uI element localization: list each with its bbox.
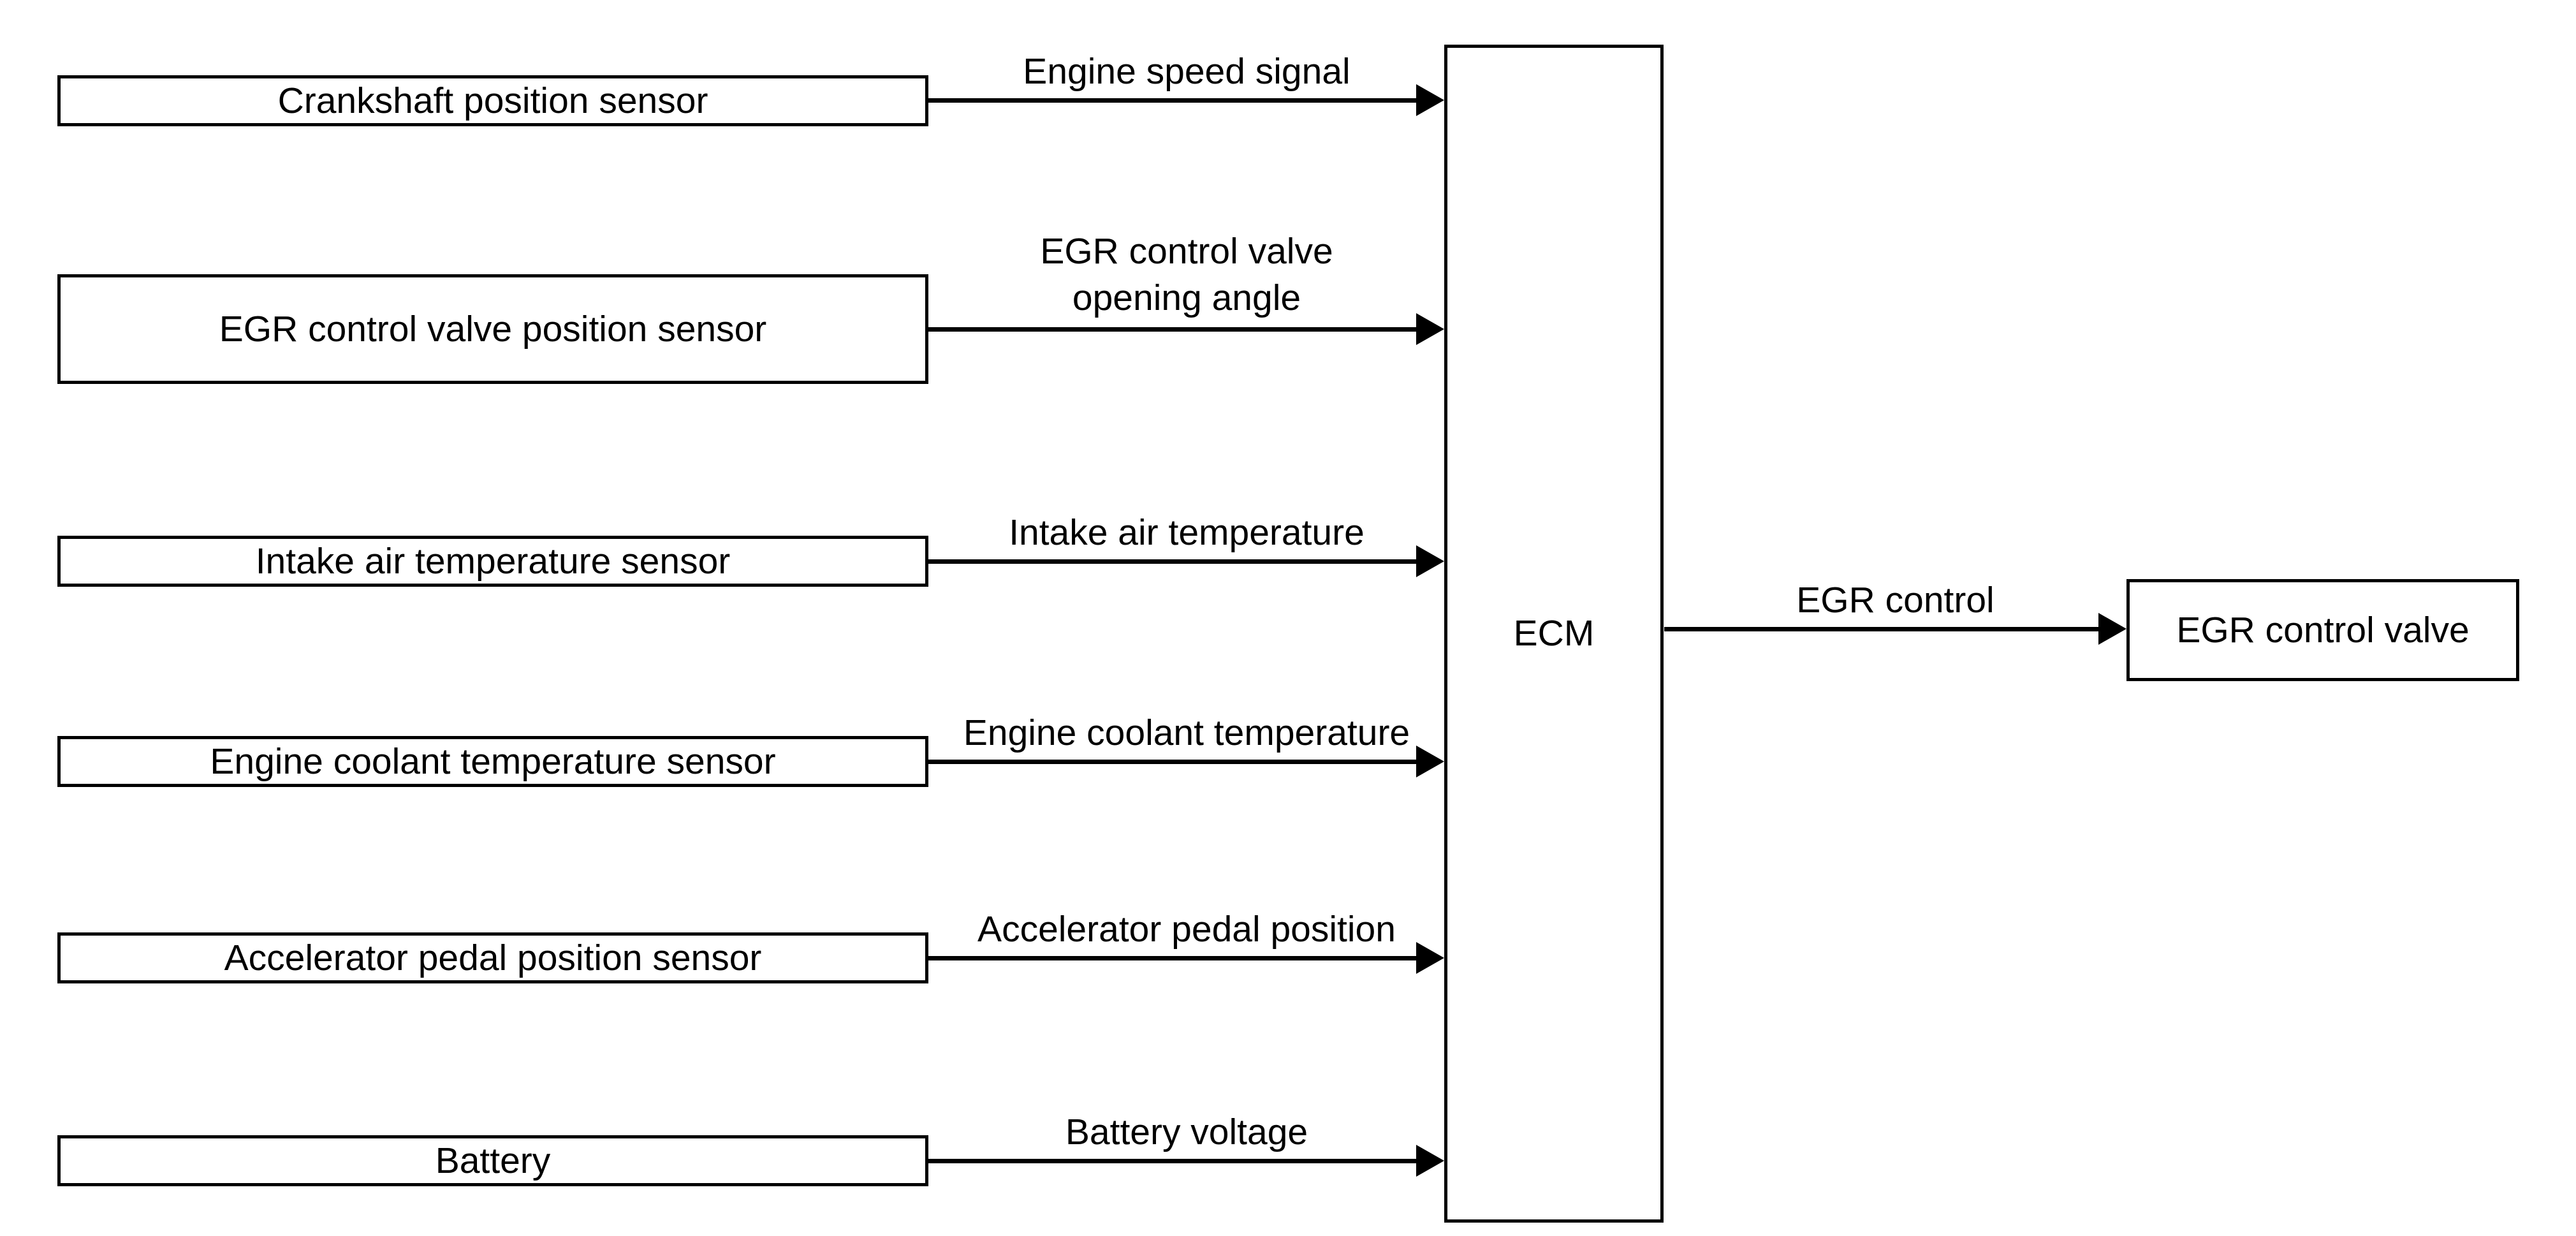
arrow-line-engine-speed xyxy=(928,98,1422,103)
ecm-label: ECM xyxy=(1513,613,1595,654)
crankshaft-position-sensor-box: Crankshaft position sensor xyxy=(57,75,928,126)
accelerator-pedal-position-sensor-label: Accelerator pedal position sensor xyxy=(224,937,762,978)
arrow-line-coolant-temp xyxy=(928,760,1422,764)
battery-box: Battery xyxy=(57,1135,928,1186)
intake-air-temperature-signal-label: Intake air temperature xyxy=(1009,512,1365,553)
egr-valve-opening-angle-signal-label: EGR control valve opening angle xyxy=(1040,231,1333,318)
battery-label: Battery xyxy=(435,1140,551,1181)
engine-coolant-temperature-sensor-box: Engine coolant temperature sensor xyxy=(57,736,928,787)
arrowhead-icon xyxy=(1416,313,1444,345)
arrow-line-egr-control xyxy=(1664,627,2104,631)
ecm-box: ECM xyxy=(1444,45,1664,1223)
arrowhead-icon xyxy=(1416,545,1444,577)
egr-valve-position-sensor-box: EGR control valve position sensor xyxy=(57,274,928,384)
battery-voltage-signal-label: Battery voltage xyxy=(1065,1112,1308,1152)
arrow-line-battery-voltage xyxy=(928,1159,1422,1163)
egr-valve-position-sensor-label: EGR control valve position sensor xyxy=(219,308,767,349)
arrowhead-icon xyxy=(1416,942,1444,974)
arrowhead-icon xyxy=(1416,84,1444,116)
intake-air-temperature-sensor-label: Intake air temperature sensor xyxy=(255,540,731,582)
crankshaft-position-sensor-label: Crankshaft position sensor xyxy=(277,80,708,121)
arrowhead-icon xyxy=(2098,613,2126,645)
engine-coolant-temperature-sensor-label: Engine coolant temperature sensor xyxy=(210,740,776,782)
egr-control-signal-label: EGR control xyxy=(1796,580,1994,621)
accelerator-pedal-position-signal-label: Accelerator pedal position xyxy=(977,909,1396,950)
arrowhead-icon xyxy=(1416,746,1444,777)
arrowhead-icon xyxy=(1416,1145,1444,1177)
engine-speed-signal-label: Engine speed signal xyxy=(1023,51,1350,92)
arrow-line-egr-valve-angle xyxy=(928,327,1422,332)
accelerator-pedal-position-sensor-box: Accelerator pedal position sensor xyxy=(57,932,928,983)
arrow-line-accel-pedal xyxy=(928,956,1422,960)
egr-control-valve-box: EGR control valve xyxy=(2126,579,2519,681)
arrow-line-intake-air-temp xyxy=(928,559,1422,564)
intake-air-temperature-sensor-box: Intake air temperature sensor xyxy=(57,536,928,587)
engine-coolant-temperature-signal-label: Engine coolant temperature xyxy=(963,712,1410,753)
egr-control-valve-label: EGR control valve xyxy=(2176,609,2470,651)
